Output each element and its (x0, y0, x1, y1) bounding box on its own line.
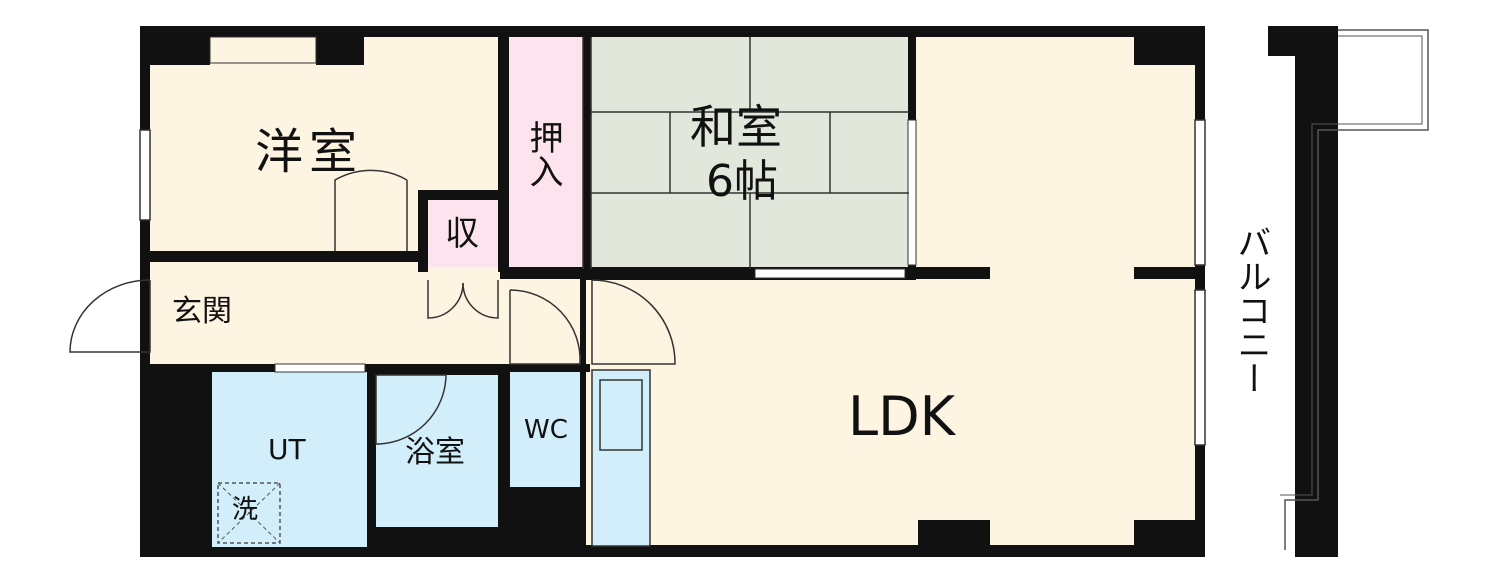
wall (498, 37, 509, 272)
ldk-floor-lower (586, 280, 1198, 545)
washer-label: 洗 (232, 495, 259, 525)
wall (367, 372, 376, 547)
storage-label: 収 (445, 214, 479, 254)
oshiire-floor (509, 37, 583, 267)
wall (498, 372, 510, 547)
balcony-label: バルコニー (1231, 225, 1271, 395)
wall (150, 251, 420, 262)
storage-floor (428, 200, 498, 267)
entrance-label: 玄関 (172, 294, 232, 329)
balcony-floor (1205, 26, 1295, 557)
wall (580, 280, 586, 545)
ldk-label: LDK (848, 385, 956, 448)
tatami-lines (582, 37, 909, 269)
sink (599, 379, 643, 451)
window (209, 36, 317, 64)
washer-diagonal (217, 482, 281, 544)
bath-floor (376, 375, 498, 527)
japanese-room-label: 和室 (690, 100, 782, 154)
column (918, 520, 990, 550)
window (274, 363, 366, 373)
ut-floor (212, 372, 367, 547)
japanese-room-size-label: 6帖 (706, 156, 778, 207)
doors (69, 169, 676, 445)
wc-floor (510, 372, 580, 487)
balcony-column (1268, 26, 1338, 56)
wc-label: WC (524, 415, 568, 445)
wall (418, 190, 508, 200)
wall (150, 364, 590, 372)
bath-label: 浴室 (405, 435, 465, 470)
window (1194, 119, 1206, 266)
window (754, 268, 906, 279)
column (1134, 520, 1196, 550)
balcony-railing-inner (1280, 35, 1423, 496)
wall (1134, 267, 1198, 279)
column (316, 37, 364, 65)
oshiire-label: 押入 (523, 120, 563, 188)
washer-space (217, 482, 281, 544)
column (150, 37, 210, 65)
balcony-railing (1284, 29, 1429, 550)
wall (500, 267, 990, 279)
window (139, 129, 151, 221)
column (1134, 37, 1196, 65)
closet-floor (428, 272, 498, 322)
window (1194, 289, 1206, 446)
ut-label: UT (268, 433, 306, 466)
wall (418, 190, 428, 272)
western-room-label: 洋室 (255, 124, 364, 180)
window (907, 119, 917, 266)
